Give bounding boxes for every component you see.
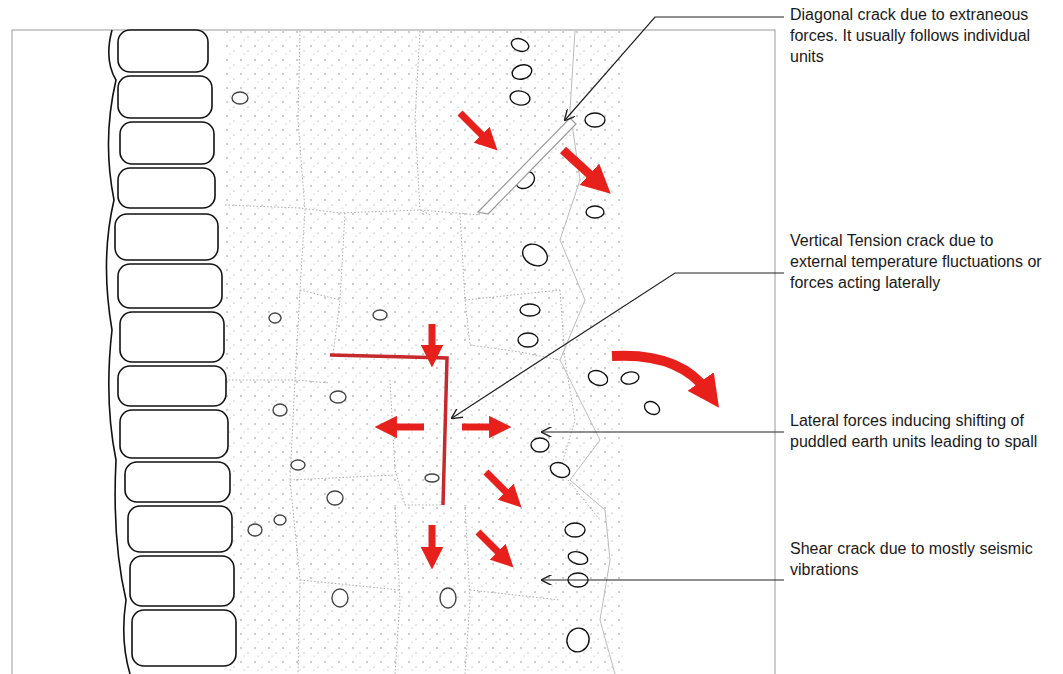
- embedded-stone: [511, 63, 534, 82]
- leader-lines: [452, 17, 784, 580]
- embedded-stone: [620, 371, 640, 386]
- embedded-stone: [520, 304, 540, 316]
- embedded-stone: [269, 313, 281, 323]
- column-stone: [120, 312, 224, 362]
- embedded-stone: [585, 113, 605, 127]
- stone-column: [106, 30, 236, 674]
- column-stone: [118, 168, 215, 208]
- column-stone: [120, 122, 214, 164]
- diagonal-crack: [478, 118, 576, 214]
- embedded-stone: [642, 399, 662, 417]
- embedded-stone: [440, 588, 456, 608]
- embedded-stone: [509, 36, 530, 53]
- embedded-stone: [567, 550, 589, 567]
- callout-text: Vertical Tension crack due to external t…: [790, 230, 1052, 293]
- embedded-stone: [248, 524, 262, 536]
- embedded-stone: [232, 92, 248, 104]
- embedded-stone: [586, 206, 604, 218]
- embedded-stone: [373, 310, 387, 320]
- column-stone: [120, 410, 228, 458]
- column-stone: [115, 214, 218, 260]
- embedded-stone: [564, 625, 593, 655]
- column-stone: [118, 76, 212, 118]
- earth-texture: [225, 31, 625, 674]
- embedded-stone: [291, 460, 305, 470]
- embedded-stone: [509, 89, 531, 106]
- embedded-stone: [519, 240, 552, 270]
- embedded-stone: [531, 438, 549, 452]
- stones: [232, 36, 662, 655]
- embedded-stone: [518, 333, 538, 347]
- column-stone: [118, 30, 208, 72]
- earth-unit-outlines: [225, 31, 600, 674]
- embedded-stone: [274, 515, 286, 525]
- embedded-stone: [332, 589, 348, 607]
- embedded-stone: [273, 404, 287, 416]
- force-arrows: [388, 113, 708, 558]
- embedded-stone: [425, 474, 439, 482]
- column-stone: [132, 610, 236, 666]
- embedded-stone: [548, 460, 572, 480]
- frame: [12, 30, 775, 674]
- column-stone: [128, 506, 232, 552]
- column-stone: [118, 264, 222, 308]
- callout-text: Lateral forces inducing shifting of pudd…: [790, 410, 1052, 452]
- column-stone: [125, 462, 230, 502]
- embedded-stone: [565, 523, 585, 537]
- callout-text: Shear crack due to mostly seismic vibrat…: [790, 538, 1052, 580]
- vertical-tension-crack: [330, 355, 447, 505]
- callout-text: Diagonal crack due to extraneous forces.…: [790, 4, 1052, 67]
- embedded-stone: [327, 491, 343, 505]
- column-stone: [130, 556, 234, 606]
- embedded-stone: [330, 391, 346, 403]
- column-stone: [118, 366, 226, 406]
- embedded-stone: [586, 368, 610, 388]
